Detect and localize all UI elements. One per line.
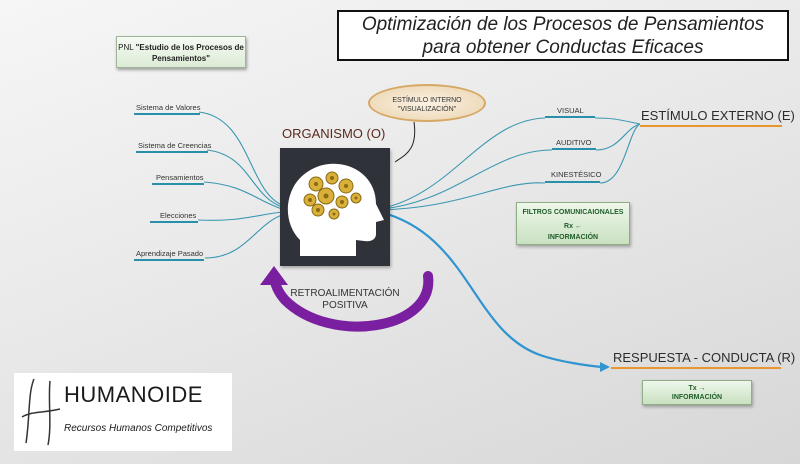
external-stimulus-underline <box>640 125 782 127</box>
title-line-1: Optimización de los Procesos de Pensamie… <box>361 14 765 35</box>
head-illustration <box>280 148 390 266</box>
internal-stimulus-bubble: ESTÍMULO INTERNO "VISUALIZACIÓN" <box>368 84 486 122</box>
feedback-line-2: POSITIVA <box>322 300 368 311</box>
filters-title: FILTROS COMUNICAIONALES <box>522 209 624 216</box>
sense-visual-underline <box>545 116 595 118</box>
factor-valores: Sistema de Valores <box>136 103 201 112</box>
factor-aprendizaje-underline <box>134 259 204 261</box>
response-label: RESPUESTA - CONDUCTA (R) <box>613 350 796 365</box>
factor-pensamientos-underline <box>152 183 204 185</box>
brand-name: HUMANOIDE <box>64 382 203 407</box>
organism-label: ORGANISMO (O) <box>282 126 386 141</box>
pnl-text: "Estudio de los Procesos de Pensamientos… <box>135 43 244 63</box>
factor-elecciones-underline <box>150 221 198 223</box>
brand-h-mark-icon <box>21 378 61 446</box>
sense-kinestesico: KINESTÉSICO <box>551 170 602 179</box>
sense-visual: VISUAL <box>557 106 584 115</box>
internal-stimulus-line-1: ESTÍMULO INTERNO <box>392 97 462 104</box>
sense-auditivo-underline <box>552 148 596 150</box>
internal-stimulus-line-2: "VISUALIZACIÓN" <box>397 106 457 113</box>
page-title: Optimización de los Procesos de Pensamie… <box>337 10 789 61</box>
response-underline <box>611 367 781 369</box>
factor-valores-underline <box>134 113 200 115</box>
feedback-label: RETROALIMENTACIÓN POSITIVA <box>290 288 400 312</box>
title-line-2: para obtener Conductas Eficaces <box>422 37 704 58</box>
feedback-line-1: RETROALIMENTACIÓN <box>290 288 400 299</box>
factor-creencias: Sistema de Creencias <box>138 141 212 150</box>
sense-auditivo: AUDITIVO <box>556 138 592 147</box>
filters-rx: Rx ← <box>564 223 582 230</box>
pnl-prefix: PNL <box>118 43 136 52</box>
brand-logo <box>14 373 232 451</box>
response-tx: Tx → <box>688 385 706 392</box>
factor-aprendizaje: Aprendizaje Pasado <box>136 249 204 258</box>
external-stimulus-label: ESTÍMULO EXTERNO (E) <box>641 108 795 123</box>
head-gears-icon <box>287 163 384 256</box>
filters-box: FILTROS COMUNICAIONALES Rx ← INFORMACIÓN <box>516 202 630 245</box>
response-tx-box: Tx → INFORMACIÓN <box>642 380 752 405</box>
brand-tagline: Recursos Humanos Competitivos <box>64 423 213 434</box>
filters-info: INFORMACIÓN <box>547 234 599 241</box>
factor-pensamientos: Pensamientos <box>156 173 204 182</box>
pnl-box: PNL "Estudio de los Procesos de Pensamie… <box>116 36 246 68</box>
factor-creencias-underline <box>136 151 208 153</box>
sense-kinestesico-underline <box>545 181 600 183</box>
factor-elecciones: Elecciones <box>160 211 197 220</box>
response-info: INFORMACIÓN <box>671 394 723 401</box>
